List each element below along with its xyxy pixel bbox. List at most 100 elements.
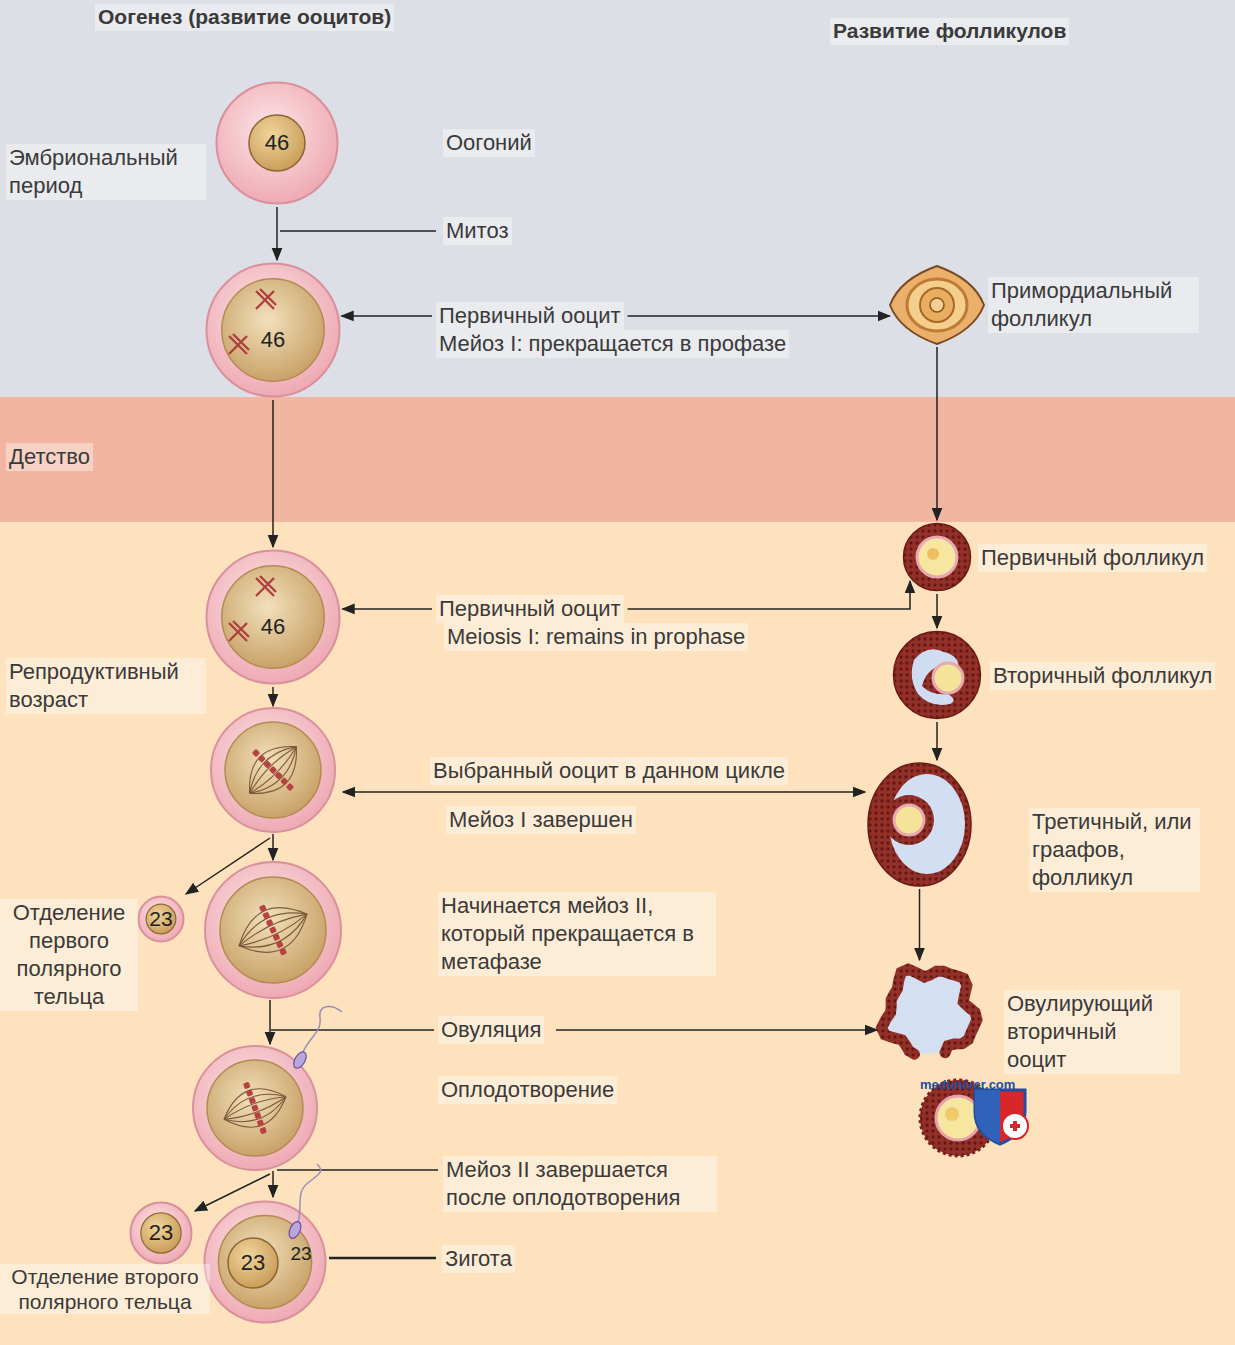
oocyte xyxy=(894,805,924,835)
chromosome xyxy=(246,1089,254,1097)
primordial-shape xyxy=(890,265,984,345)
stage-label: Первичный ооцит xyxy=(436,595,624,623)
sperm-tail xyxy=(298,1164,321,1222)
flow-arrow xyxy=(342,315,432,317)
cytoplasm xyxy=(218,1215,311,1308)
process-label: Митоз xyxy=(443,217,512,245)
granulosa-layer xyxy=(907,279,967,331)
metaphase-cell xyxy=(211,708,335,832)
chromosome-number: 46 xyxy=(261,613,285,641)
chromosome xyxy=(257,1119,265,1127)
stage-note: Мейоз I: прекращается в профазе xyxy=(436,330,789,358)
chromosome xyxy=(259,904,267,912)
stage-box: Первичный ооцитМейоз I: прекращается в п… xyxy=(436,302,790,358)
chromosome-number: 46 xyxy=(261,326,285,354)
nucleus xyxy=(927,548,939,560)
oocyte xyxy=(920,288,954,322)
spindle-fiber xyxy=(222,1093,286,1120)
stage-label: Оогоний xyxy=(443,129,535,157)
metaphase-cell xyxy=(205,862,341,998)
chromosome xyxy=(274,771,282,779)
spindle xyxy=(231,728,316,813)
chromosome xyxy=(248,1097,256,1105)
nucleus xyxy=(228,1238,278,1288)
chromosome-number: 23 xyxy=(149,1219,173,1247)
chromosome-mark xyxy=(256,576,276,596)
reproductive-band-ground xyxy=(0,522,1235,1345)
flow-arrow xyxy=(936,722,938,760)
follicle: Первичный фолликул xyxy=(902,522,1208,592)
oocyte-cell: 46 xyxy=(205,262,341,398)
polar-body: Отделение первого полярного тельца 23 xyxy=(0,895,185,1011)
fertilized-cell xyxy=(193,1007,342,1170)
polar-body: 23Отделение второго полярного тельца xyxy=(0,1201,210,1314)
stage-label: Выбранный ооцит в данном цикле xyxy=(430,757,788,785)
chromosome xyxy=(259,1127,267,1135)
polar-body-label: Отделение первого полярного тельца xyxy=(0,899,138,1011)
follicle-wall xyxy=(890,266,984,344)
cell-membrane xyxy=(205,1202,326,1323)
follicle: Овулирующий вторичный ооцит xyxy=(880,962,1180,1074)
chromosome xyxy=(276,941,284,949)
process-label: Оплодотворение xyxy=(438,1076,617,1104)
polar-body-label: Отделение второго полярного тельца xyxy=(0,1264,210,1314)
chromosome-mark xyxy=(229,334,249,354)
chromosome xyxy=(251,1104,259,1112)
chromosome xyxy=(272,933,280,941)
nucleus xyxy=(146,904,176,934)
cumulus xyxy=(884,795,934,845)
spindle-fiber xyxy=(242,739,297,794)
flow-arrow xyxy=(628,581,910,609)
period-label: Детство xyxy=(6,443,93,471)
spindle-fiber xyxy=(250,747,310,807)
chromosome-number: 23 xyxy=(290,1242,311,1266)
arrows-and-leaders xyxy=(186,231,877,1258)
follicle-label: Первичный фолликул xyxy=(978,544,1207,572)
flow-arrow xyxy=(272,400,274,547)
leader-line xyxy=(280,230,436,232)
cell-membrane xyxy=(207,551,340,684)
watermark: meduniver.com xyxy=(920,1077,1015,1094)
chromosome-number: 23 xyxy=(241,1249,265,1277)
cell-membrane xyxy=(207,264,340,397)
period-label: Эмбриональный период xyxy=(6,144,206,200)
chromosome xyxy=(279,948,287,956)
flow-arrow xyxy=(936,594,938,628)
nucleus xyxy=(141,1213,181,1253)
spindle-fiber xyxy=(234,902,307,945)
childhood-band-ground xyxy=(0,397,1235,522)
spindle-group xyxy=(215,728,319,1145)
period-band: Эмбриональный период4646Первичный ооцитМ… xyxy=(0,0,1235,397)
cytoplasm xyxy=(222,566,324,668)
period-label: Репродуктивный возраст xyxy=(6,658,206,714)
spindle-fiber xyxy=(239,914,316,965)
chromosome xyxy=(254,1112,262,1120)
follicle: Вторичный фолликул xyxy=(892,630,1216,720)
antrum xyxy=(882,969,977,1054)
spindle xyxy=(228,890,319,971)
flow-arrow xyxy=(269,1000,271,1044)
flow-arrow xyxy=(272,687,274,706)
chromosome-number: 23 xyxy=(149,906,172,933)
follicle-wall xyxy=(868,763,971,886)
chromosome xyxy=(286,783,294,791)
spindle-fiber xyxy=(224,1097,290,1130)
flow-arrow xyxy=(628,315,890,317)
follicle-wall xyxy=(894,632,981,719)
flow-arrow xyxy=(343,608,432,610)
spindle xyxy=(215,1071,295,1144)
process-label: Начинается мейоз II, который прекращаетс… xyxy=(438,892,716,976)
flow-arrow xyxy=(276,207,278,260)
zygote-cell: 23 23 xyxy=(203,1200,327,1324)
spindle-fiber xyxy=(250,747,300,797)
spindle-fiber xyxy=(224,1097,292,1137)
follicle: Третичный, или граафов, фолликул xyxy=(867,762,1200,892)
column-heading: Развитие фолликулов xyxy=(830,18,1069,45)
stage-label: Зигота xyxy=(442,1245,515,1273)
flow-arrow xyxy=(556,1029,877,1031)
primary-shape xyxy=(902,522,972,592)
chromosome xyxy=(263,760,271,768)
sperm-head xyxy=(287,1220,304,1241)
leader-line xyxy=(329,1257,436,1260)
